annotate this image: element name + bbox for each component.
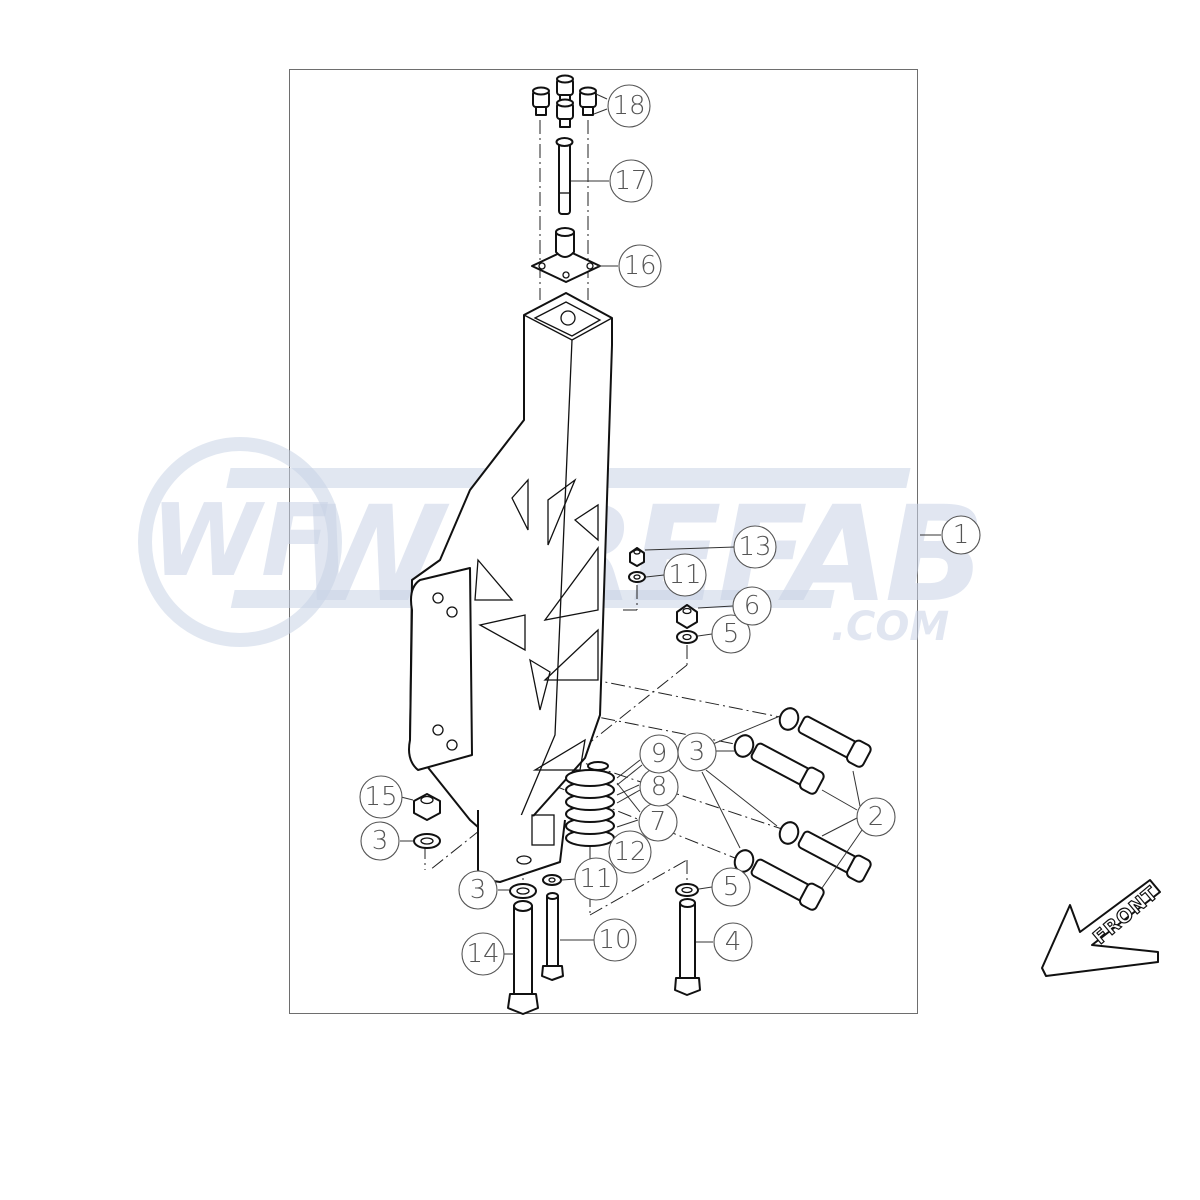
- part-1-main-bracket[interactable]: [408, 292, 615, 883]
- leader-lines: [400, 93, 941, 955]
- callout-3[interactable]: 3: [677, 732, 717, 772]
- front-label: FRONT: [1089, 882, 1163, 949]
- callout-3[interactable]: 3: [360, 821, 400, 861]
- callout-18[interactable]: 18: [607, 84, 651, 128]
- callout-16[interactable]: 16: [618, 244, 662, 288]
- watermark-suffix: .COM: [831, 604, 949, 650]
- callout-13[interactable]: 13: [733, 525, 777, 569]
- part-15-nylock-nut-large[interactable]: [413, 793, 441, 821]
- part-10-hex-bolt-small[interactable]: [541, 892, 564, 981]
- svg-text:3: 3: [689, 737, 706, 767]
- svg-text:5: 5: [723, 872, 740, 902]
- callout-7[interactable]: 7: [638, 802, 678, 842]
- svg-text:13: 13: [738, 532, 771, 562]
- svg-text:14: 14: [466, 939, 499, 969]
- part-11-washer-bottom[interactable]: [542, 874, 562, 886]
- svg-text:12: 12: [613, 837, 646, 867]
- callout-10[interactable]: 10: [593, 918, 637, 962]
- part-18-cap-screws[interactable]: [532, 74, 597, 128]
- part-4-hex-bolt[interactable]: [674, 898, 701, 996]
- callout-2[interactable]: 2: [856, 797, 896, 837]
- svg-text:4: 4: [725, 927, 742, 957]
- callout-6[interactable]: 6: [732, 586, 772, 626]
- svg-text:7: 7: [650, 807, 667, 837]
- part-6-hex-nut[interactable]: [676, 604, 698, 629]
- part-16-top-flange[interactable]: [531, 227, 601, 283]
- callout-8[interactable]: 8: [639, 767, 679, 807]
- svg-text:18: 18: [612, 91, 645, 121]
- drawing-frame: [289, 69, 918, 1014]
- part-2-cap-screws[interactable]: [749, 713, 873, 912]
- part-5-washer-bottom[interactable]: [675, 883, 699, 897]
- part-3-washers-right[interactable]: [732, 706, 801, 875]
- callout-12[interactable]: 12: [608, 830, 652, 874]
- callout-3[interactable]: 3: [458, 870, 498, 910]
- callout-11[interactable]: 11: [663, 553, 707, 597]
- watermark-logo-mark: WF: [151, 482, 330, 599]
- svg-text:17: 17: [614, 166, 647, 196]
- callout-14[interactable]: 14: [461, 932, 505, 976]
- svg-text:2: 2: [868, 802, 885, 832]
- part-12-spacer-stack[interactable]: [565, 761, 615, 847]
- callout-4[interactable]: 4: [713, 922, 753, 962]
- svg-text:11: 11: [579, 864, 612, 894]
- part-13-nylock-nut-small[interactable]: [629, 547, 645, 567]
- svg-text:5: 5: [723, 619, 740, 649]
- svg-text:11: 11: [668, 560, 701, 590]
- svg-text:6: 6: [744, 591, 761, 621]
- callout-17[interactable]: 17: [609, 159, 653, 203]
- part-5-washer-top[interactable]: [676, 630, 698, 644]
- front-direction-arrow: FRONT: [1041, 879, 1163, 977]
- callout-9[interactable]: 9: [639, 734, 679, 774]
- part-17-pin[interactable]: [555, 137, 574, 215]
- callout-5[interactable]: 5: [711, 867, 751, 907]
- part-3-washer-left[interactable]: [413, 833, 441, 849]
- part-14-hex-bolt-large[interactable]: [507, 900, 539, 1015]
- watermark-logo-ring: [138, 437, 342, 647]
- part-11-washer-top[interactable]: [628, 571, 646, 583]
- part-3-washer-bottom[interactable]: [509, 883, 537, 899]
- svg-text:16: 16: [623, 251, 656, 281]
- svg-text:3: 3: [470, 875, 487, 905]
- svg-text:3: 3: [372, 826, 389, 856]
- callout-11[interactable]: 11: [574, 857, 618, 901]
- callout-15[interactable]: 15: [359, 775, 403, 819]
- callout-1[interactable]: 1: [941, 515, 981, 555]
- svg-text:15: 15: [364, 782, 397, 812]
- svg-text:10: 10: [598, 925, 631, 955]
- svg-text:1: 1: [953, 520, 970, 550]
- callout-5[interactable]: 5: [711, 614, 751, 654]
- callouts: 1 2 3 3 3 4 5 5 6 7 8 9 10 11 11 12 13 1…: [359, 84, 981, 976]
- svg-text:8: 8: [651, 772, 668, 802]
- svg-text:9: 9: [651, 739, 668, 769]
